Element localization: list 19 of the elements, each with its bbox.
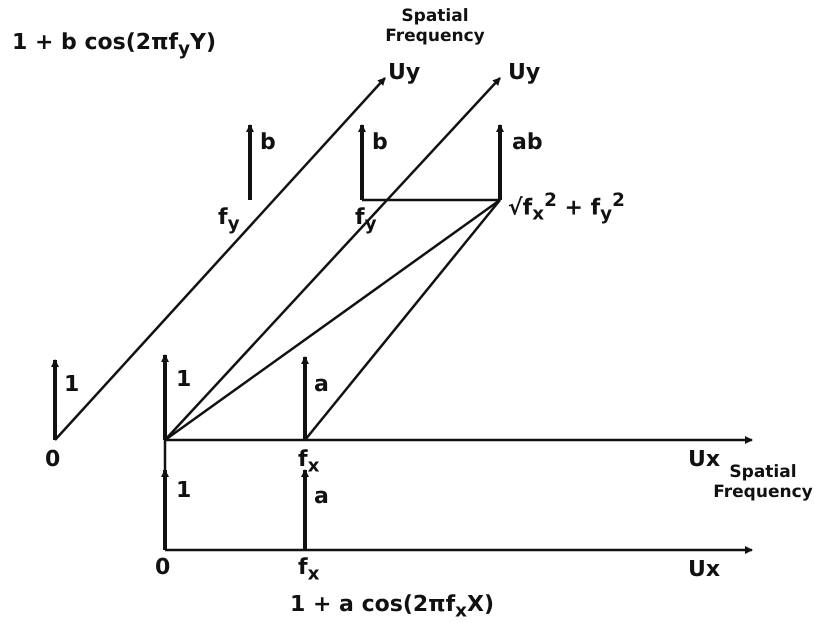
impulse-label: 1 (176, 478, 192, 503)
axis-label: Ux (688, 557, 720, 582)
impulse-label: b (260, 130, 276, 155)
tick-label: f$_{x}$ (298, 555, 320, 584)
impulse-label: 1 (176, 367, 192, 392)
axis-title: Spatial Frequency (384, 6, 486, 46)
tick-label: 0 (155, 555, 170, 580)
axis-label: Uy (388, 60, 420, 85)
formula: 1 + a cos(2πf$_{x}$X) (290, 592, 494, 622)
impulse-label: a (314, 484, 329, 509)
impulse-label: ab (512, 130, 543, 155)
axis-label: Uy (508, 60, 540, 85)
impulse-label: 1 (64, 372, 80, 397)
tick-label: 0 (45, 447, 60, 472)
tick-label: f$_{y}$ (218, 205, 240, 234)
formula: 1 + b cos(2πf$_{y}$Y) (12, 30, 216, 60)
tick-label: f$_{x}$ (298, 447, 320, 476)
impulse-label: a (314, 372, 329, 397)
impulse-label: b (372, 130, 388, 155)
